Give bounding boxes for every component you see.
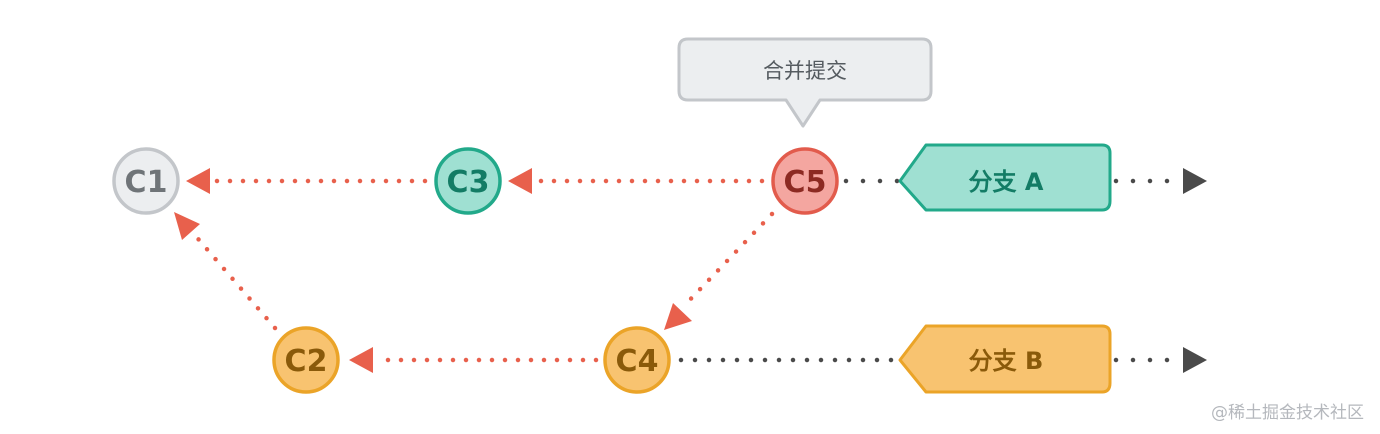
commit-c1-label: C1 — [125, 165, 168, 200]
commit-c5: C5 — [771, 147, 839, 215]
watermark: @稀土掘金技术社区 — [1211, 403, 1364, 423]
callout-label: 合并提交 — [763, 59, 847, 83]
branch-lines — [678, 168, 1207, 373]
commit-c5-label: C5 — [784, 165, 827, 200]
commit-c1-circle — [112, 147, 180, 215]
branch-a-forward-arrow — [1183, 168, 1207, 194]
branch-a-label: 分支 A — [969, 168, 1044, 196]
link-c2-to-c1 — [174, 212, 278, 331]
commit-c4-label: C4 — [616, 344, 659, 379]
commit-c2: C2 — [272, 326, 340, 394]
branch-a-tag-shape — [898, 143, 1112, 212]
link-c5-to-c4 — [664, 211, 775, 330]
branch-b-tag: 分支 B — [898, 324, 1112, 394]
commit-c1: C1 — [112, 147, 180, 215]
commit-c4: C4 — [603, 326, 671, 394]
commit-c3-circle — [434, 147, 502, 215]
parent-links — [174, 168, 775, 373]
commit-c2-label: C2 — [285, 344, 328, 379]
callout-bubble — [677, 37, 933, 128]
commit-c3: C3 — [434, 147, 502, 215]
link-c3-to-c1 — [186, 168, 428, 194]
link-c5-to-c3 — [508, 168, 765, 194]
branch-b-forward-arrow — [1183, 347, 1207, 373]
commit-c3-label: C3 — [447, 165, 490, 200]
link-c4-to-c2 — [349, 347, 599, 373]
branch-a-tag: 分支 A — [898, 143, 1112, 212]
commit-c4-circle — [603, 326, 671, 394]
commit-c2-circle — [272, 326, 340, 394]
merge-commit-callout: 合并提交 — [677, 37, 933, 128]
branch-b-tag-shape — [898, 324, 1112, 394]
commit-c5-circle — [771, 147, 839, 215]
branch-b-label: 分支 B — [969, 347, 1044, 375]
